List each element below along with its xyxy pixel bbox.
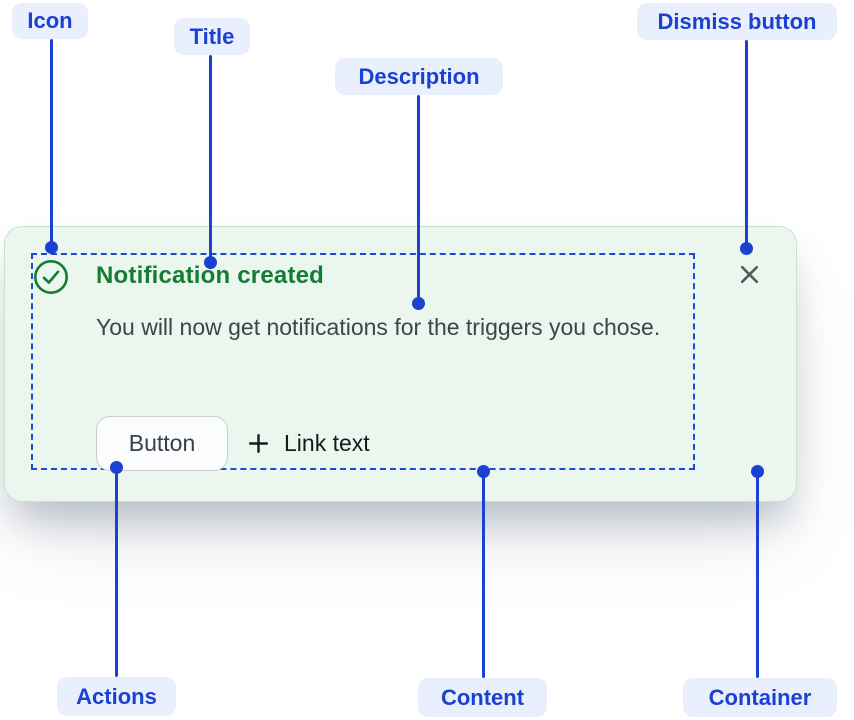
pointer-line-actions bbox=[115, 467, 118, 677]
notification-description: You will now get notifications for the t… bbox=[96, 314, 661, 340]
pointer-dot-content bbox=[477, 465, 490, 478]
pointer-line-title bbox=[209, 55, 212, 262]
pointer-dot-dismiss bbox=[740, 242, 753, 255]
pointer-dot-actions bbox=[110, 461, 123, 474]
pointer-dot-title bbox=[204, 256, 217, 269]
check-circle-icon bbox=[33, 259, 69, 295]
annotation-label-container: Container bbox=[683, 678, 837, 717]
notification-content-area bbox=[31, 253, 695, 470]
annotation-label-content: Content bbox=[418, 678, 547, 717]
dismiss-button[interactable] bbox=[733, 258, 765, 290]
pointer-dot-container bbox=[751, 465, 764, 478]
action-link-label: Link text bbox=[284, 430, 370, 456]
annotation-label-dismiss: Dismiss button bbox=[637, 3, 837, 40]
close-icon bbox=[736, 261, 763, 288]
pointer-line-container bbox=[756, 471, 759, 678]
annotation-label-actions: Actions bbox=[57, 677, 176, 716]
action-button[interactable]: Button bbox=[96, 416, 228, 471]
action-link[interactable]: Link text bbox=[246, 416, 370, 471]
plus-icon bbox=[246, 431, 271, 456]
pointer-line-dismiss bbox=[745, 40, 748, 248]
pointer-line-description bbox=[417, 95, 420, 303]
pointer-line-content bbox=[482, 471, 485, 678]
annotation-label-description: Description bbox=[335, 58, 503, 95]
pointer-line-icon bbox=[50, 39, 53, 247]
pointer-dot-icon bbox=[45, 241, 58, 254]
annotation-label-icon: Icon bbox=[12, 3, 88, 39]
annotation-label-title: Title bbox=[174, 18, 250, 55]
pointer-dot-description bbox=[412, 297, 425, 310]
